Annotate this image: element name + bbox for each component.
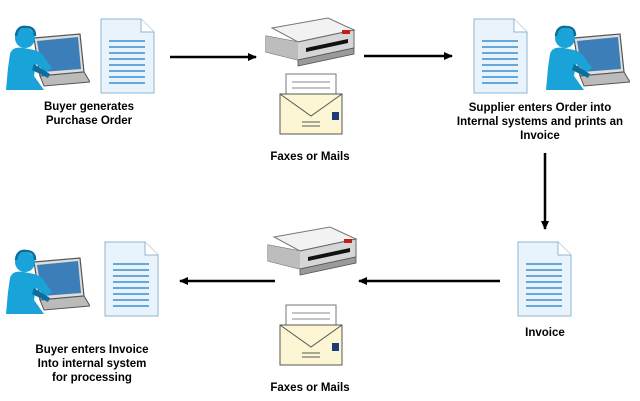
faxes-or-mails-caption: Faxes or Mails [250,150,370,164]
fax-printer-icon [265,17,356,67]
supplier-enters-caption: Supplier enters Order into Internal syst… [450,101,630,143]
person-at-computer-icon [546,25,630,90]
faxes-or-mails-caption: Faxes or Mails [250,381,370,395]
document-icon [517,241,572,317]
envelope-icon [279,304,343,366]
caption-line: for processing [52,372,132,384]
document-icon [100,18,155,94]
document-icon [473,18,528,94]
person-at-computer-icon [6,249,90,314]
caption-line: Internal systems and prints an [456,116,624,128]
caption-line: Invoice [525,327,565,339]
caption-line: Supplier enters Order into [468,102,612,114]
caption-line: Purchase Order [45,115,133,127]
buyer-generates-caption: Buyer generates Purchase Order [30,100,148,128]
caption-line: Invoice [520,130,560,142]
buyer-enters-caption: Buyer enters Invoice Into internal syste… [22,343,162,385]
person-at-computer-icon [6,25,90,90]
fax-printer-icon [267,226,358,276]
document-icon [104,241,159,317]
invoice-caption: Invoice [500,326,590,340]
caption-line: Into internal system [37,358,147,370]
caption-line: Faxes or Mails [270,151,350,163]
caption-line: Buyer generates [43,101,135,113]
caption-line: Faxes or Mails [270,382,350,394]
envelope-icon [279,73,343,135]
caption-line: Buyer enters Invoice [35,344,149,356]
